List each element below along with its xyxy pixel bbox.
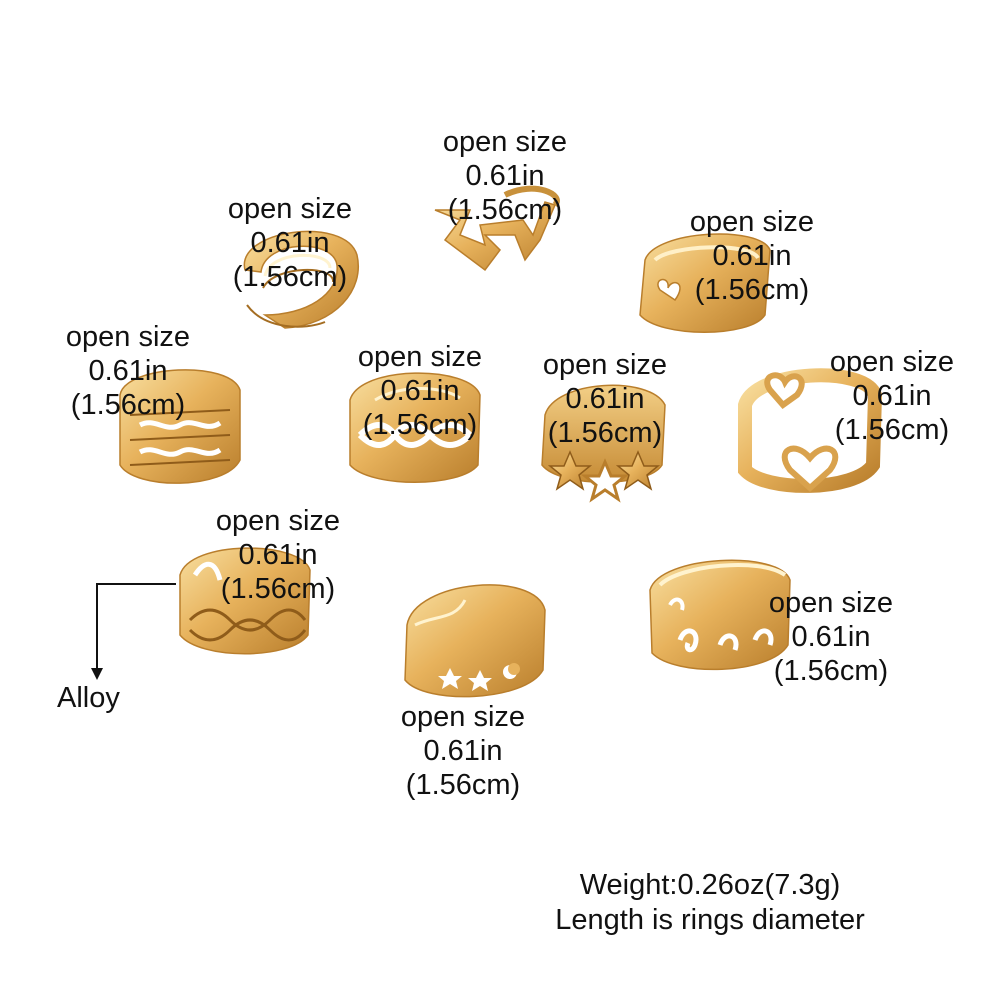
ring-braided-filigree [179, 547, 311, 655]
size-label-title: open size [829, 346, 955, 378]
weight-text: Weight:0.26oz(7.3g) [579, 869, 841, 901]
size-label-inches: 0.61in [852, 380, 932, 412]
ring-wave-cutout [119, 369, 241, 484]
size-label-cm: (1.56cm) [405, 769, 521, 801]
size-label-title: open size [227, 193, 353, 225]
size-label-cm: (1.56cm) [232, 261, 348, 293]
ring-triple-band [243, 230, 359, 329]
size-label-cm: (1.56cm) [362, 409, 478, 441]
size-label-1: open size 0.61in (1.56cm) [215, 192, 365, 294]
size-label-inches: 0.61in [565, 383, 645, 415]
material-label: Alloy [57, 682, 120, 714]
size-label-9: open size 0.61in (1.56cm) [388, 700, 538, 802]
size-label-inches: 0.61in [791, 621, 871, 653]
size-label-3: open size 0.61in (1.56cm) [677, 205, 827, 307]
ring-star-moon-cutout [404, 584, 546, 698]
size-label-inches: 0.61in [423, 735, 503, 767]
size-label-title: open size [542, 349, 668, 381]
size-label-cm: (1.56cm) [773, 655, 889, 687]
size-label-cm: (1.56cm) [834, 414, 950, 446]
ring-stars [541, 384, 666, 503]
size-label-title: open size [442, 126, 568, 158]
size-label-title: open size [357, 341, 483, 373]
ring-heart-cutout-band [639, 233, 771, 333]
size-label-cm: (1.56cm) [447, 194, 563, 226]
size-label-cm: (1.56cm) [694, 274, 810, 306]
size-label-inches: 0.61in [250, 227, 330, 259]
ring-heartbeat [434, 185, 560, 272]
ring-swirl-cutout [649, 559, 791, 671]
size-label-6: open size 0.61in (1.56cm) [530, 348, 680, 450]
size-label-inches: 0.61in [380, 375, 460, 407]
size-label-2: open size 0.61in (1.56cm) [430, 125, 580, 227]
size-label-title: open size [65, 321, 191, 353]
size-label-10: open size 0.61in (1.56cm) [756, 586, 906, 688]
size-label-5: open size 0.61in (1.56cm) [345, 340, 495, 442]
size-label-8: open size 0.61in (1.56cm) [203, 504, 353, 606]
size-label-inches: 0.61in [465, 160, 545, 192]
size-label-4: open size 0.61in (1.56cm) [53, 320, 203, 422]
size-label-cm: (1.56cm) [70, 389, 186, 421]
size-label-cm: (1.56cm) [220, 573, 336, 605]
size-label-inches: 0.61in [88, 355, 168, 387]
size-label-title: open size [689, 206, 815, 238]
footer-note: Weight:0.26oz(7.3g) Length is rings diam… [520, 868, 900, 938]
size-label-inches: 0.61in [712, 240, 792, 272]
ring-woven-lattice [349, 372, 481, 483]
callout-arrow [91, 583, 176, 680]
ring-hearts-chain [738, 368, 883, 493]
size-label-title: open size [768, 587, 894, 619]
size-label-inches: 0.61in [238, 539, 318, 571]
diameter-note-text: Length is rings diameter [555, 904, 865, 936]
size-label-cm: (1.56cm) [547, 417, 663, 449]
size-label-title: open size [215, 505, 341, 537]
size-label-title: open size [400, 701, 526, 733]
size-label-7: open size 0.61in (1.56cm) [817, 345, 967, 447]
